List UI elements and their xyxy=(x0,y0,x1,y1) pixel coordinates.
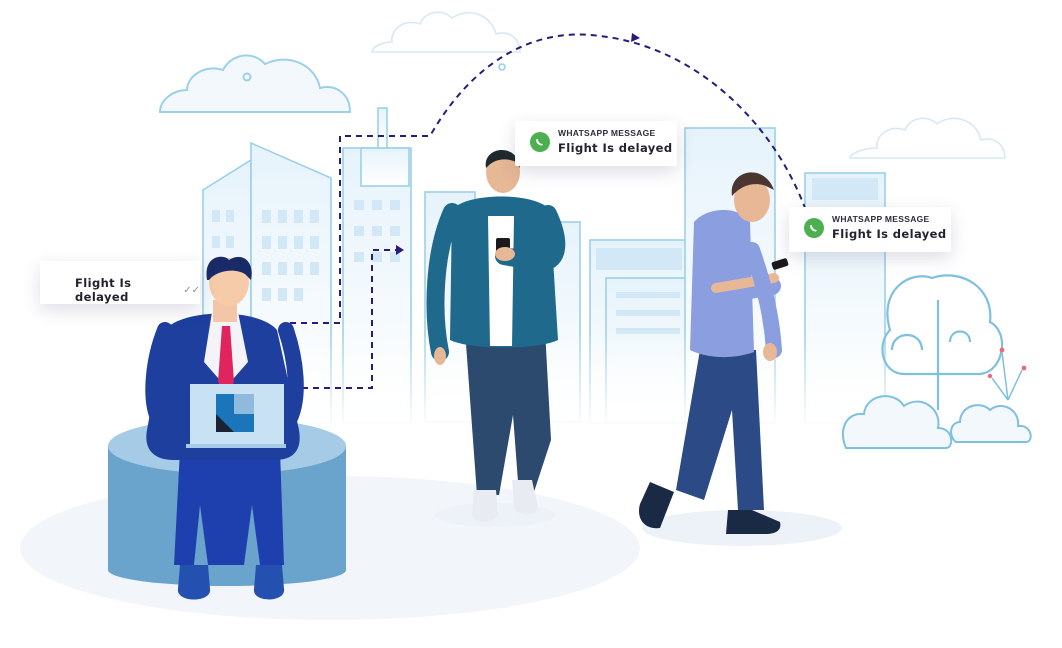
whatsapp-card-right: WHATSAPP MESSAGE Flight Is delayed xyxy=(789,207,951,252)
bubble-dot xyxy=(242,72,252,82)
whatsapp-icon xyxy=(530,131,550,152)
whatsapp-card-middle: WHATSAPP MESSAGE Flight Is delayed xyxy=(515,121,677,166)
message-flow-lines xyxy=(290,33,806,389)
message-text: Flight Is delayed xyxy=(558,141,673,155)
bush-right xyxy=(950,404,1032,443)
middle-man xyxy=(426,149,566,522)
bush-left xyxy=(841,395,953,449)
message-source-label: WHATSAPP MESSAGE xyxy=(558,128,656,138)
message-source-label: WHATSAPP MESSAGE xyxy=(832,214,930,224)
walking-man xyxy=(638,172,789,534)
plant-sprigs xyxy=(991,351,1023,401)
cloud-left xyxy=(158,54,352,113)
message-text: Flight Is delayed xyxy=(832,227,947,241)
double-check-icon: ✓✓ xyxy=(183,284,200,296)
laptop xyxy=(186,384,286,448)
cloud-right xyxy=(849,117,1006,159)
whatsapp-icon xyxy=(804,217,824,238)
tree-right xyxy=(881,274,1004,410)
message-card-left: Flight Is delayed ✓✓ xyxy=(40,261,200,304)
cloud-top xyxy=(371,11,521,53)
plant-berries xyxy=(987,347,1027,379)
message-text: Flight Is delayed xyxy=(75,276,132,304)
flow-arrowheads xyxy=(396,33,640,255)
bubble-dot-2 xyxy=(498,63,506,71)
